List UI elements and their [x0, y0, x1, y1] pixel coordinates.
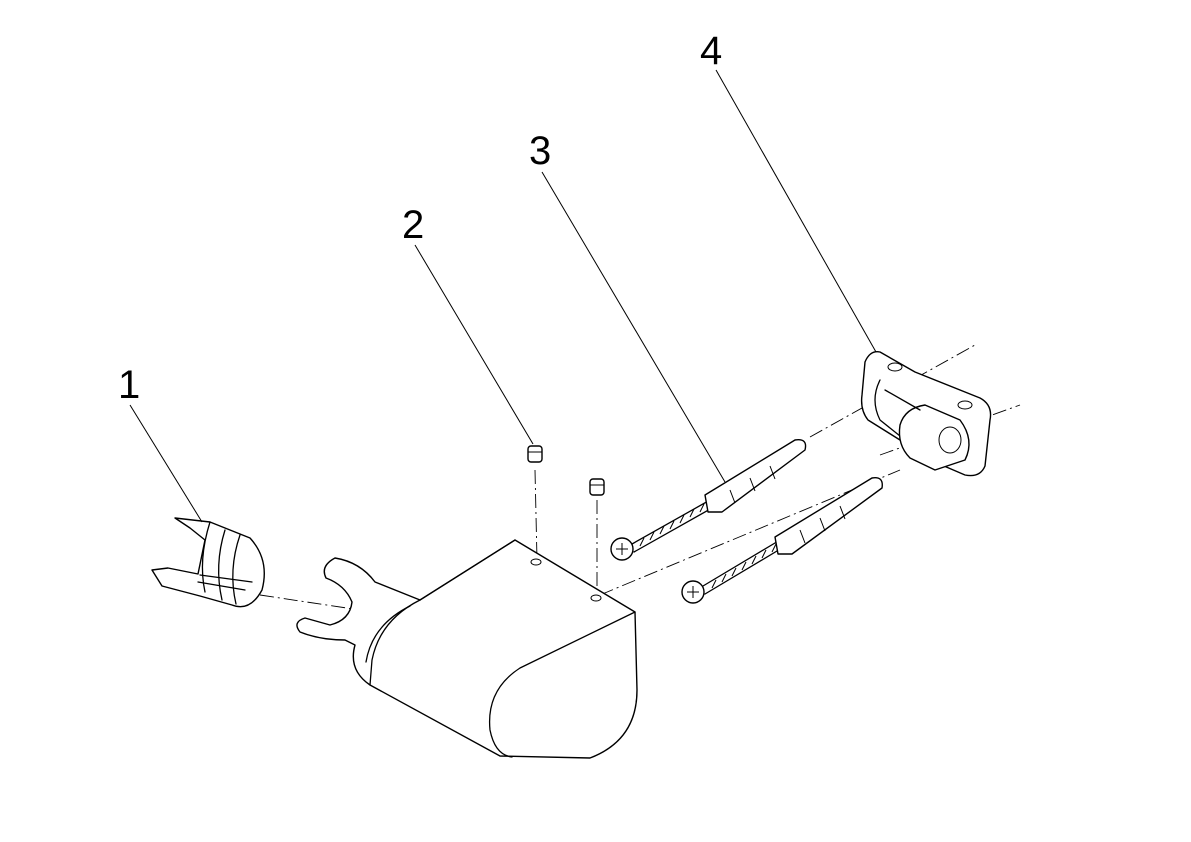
callout-2: 2: [402, 203, 424, 247]
leader-lines: [129, 69, 877, 523]
callout-4: 4: [700, 29, 722, 73]
part-2-holder-body: [296, 539, 638, 759]
leader-2: [414, 244, 534, 445]
part-1-holder-insert: [151, 517, 265, 608]
leader-4: [715, 69, 877, 353]
part-2-set-screws: [527, 445, 605, 496]
part-3-screw-lower: [681, 477, 883, 604]
callout-3: 3: [529, 129, 551, 173]
part-3-screw-upper: [610, 439, 807, 561]
callout-1: 1: [118, 363, 140, 407]
leader-3: [541, 171, 726, 483]
part-4-wall-bracket: [860, 351, 992, 477]
leader-1: [129, 404, 203, 523]
